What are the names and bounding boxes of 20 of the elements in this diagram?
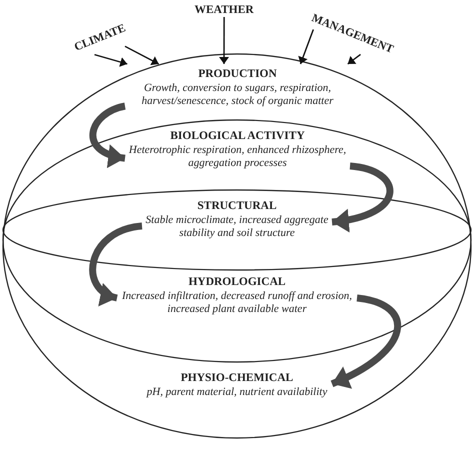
curved-arrow [330, 294, 401, 388]
curved-arrow [90, 102, 126, 167]
layer-description: Growth, conversion to sugars, respiration, harvest/senescence, stock of organic matter [140, 82, 334, 108]
layer-heading: HYDROLOGICAL [188, 275, 286, 289]
layer-heading: PHYSIO-CHEMICAL [180, 371, 294, 385]
arrow [219, 17, 230, 64]
arrow [124, 46, 160, 66]
layer-heading: STRUCTURAL [197, 199, 277, 213]
layer-description: pH, parent material, nutrient availability [145, 386, 328, 399]
layer-description: Increased infiltration, decreased runoff and erosion, increased plant available water [120, 290, 354, 316]
layer-heading: BIOLOGICAL ACTIVITY [170, 129, 305, 143]
layer-description: Heterotrophic respiration, enhanced rhizosphere, aggregation processes [128, 144, 348, 170]
arrow [298, 29, 314, 64]
layer-heading: PRODUCTION [198, 67, 277, 81]
arrow [94, 54, 128, 67]
curved-arrow [89, 222, 143, 304]
layer-description: Stable microclimate, increased aggregate stability and soil structure [144, 214, 330, 240]
factor-label: WEATHER [194, 3, 254, 17]
arrow [347, 54, 361, 65]
curved-arrow [332, 162, 394, 232]
